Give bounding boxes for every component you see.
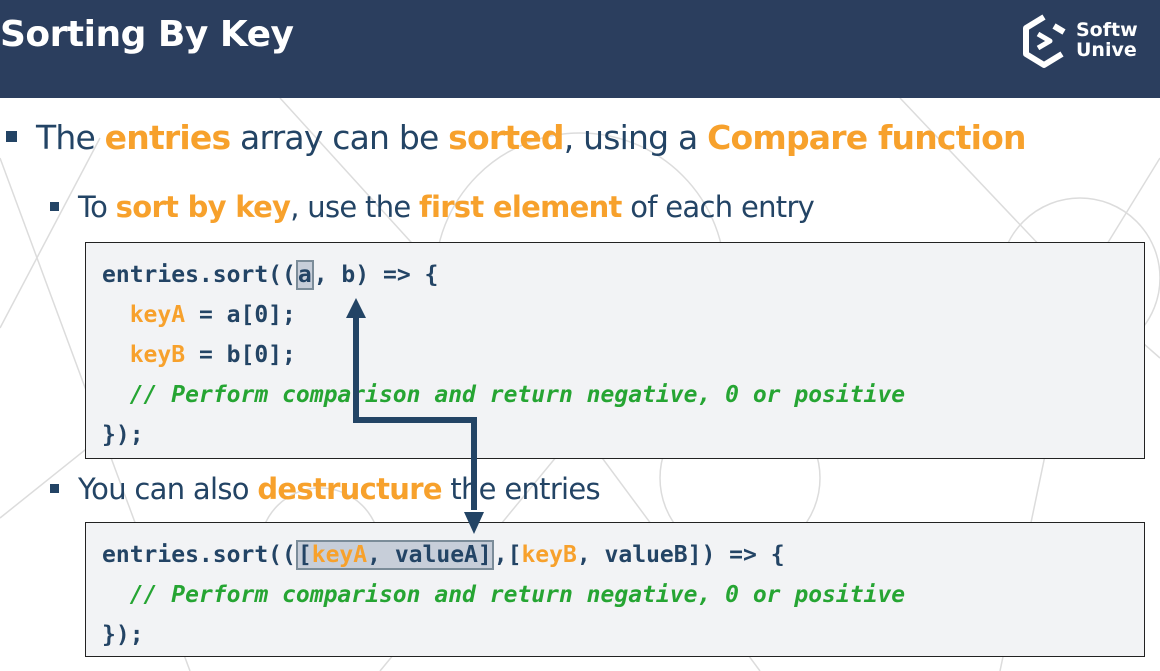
logo-text-line-2: Unive <box>1076 39 1137 61</box>
bullet-square-icon <box>50 483 59 493</box>
bullet-square-icon <box>50 201 59 211</box>
highlight-compare-function: Compare function <box>707 118 1026 157</box>
softuni-logo: Softw Unive <box>1018 14 1160 72</box>
softuni-logo-icon <box>1023 14 1066 68</box>
highlight-first-element: first element <box>419 190 622 224</box>
code-block-destructure: entries.sort(([keyA, valueA],[keyB, valu… <box>85 522 1145 657</box>
param-a-highlight: a <box>295 260 314 290</box>
highlight-sorted: sorted <box>448 118 564 157</box>
slide-title: Sorting By Key <box>0 14 294 55</box>
highlight-destructure: destructure <box>257 472 442 506</box>
code-line: entries.sort((a, b) => { <box>102 260 439 290</box>
bullet-entries-sorted: The entries array can be sorted, using a… <box>0 118 1027 157</box>
code-line: keyA = a[0]; <box>129 302 296 328</box>
bullet-destructure: You can also destructure the entries <box>50 472 601 506</box>
destructured-param-highlight: [keyA, valueA] <box>295 540 494 570</box>
slide-content: The entries array can be sorted, using a… <box>0 98 1160 671</box>
code-line: entries.sort(([keyA, valueA],[keyB, valu… <box>102 540 785 570</box>
slide-header: Sorting By Key Softw Unive <box>0 0 1160 98</box>
code-line: }); <box>102 622 144 648</box>
code-line: }); <box>102 422 144 448</box>
bullet-square-icon <box>6 131 17 142</box>
bullet-sort-by-key: To sort by key, use the first element of… <box>50 190 815 224</box>
code-comment-line: // Perform comparison and return negativ… <box>129 382 906 408</box>
highlight-sort-by-key: sort by key <box>115 190 291 224</box>
code-comment-line: // Perform comparison and return negativ… <box>129 582 906 608</box>
code-block-sort-by-index: entries.sort((a, b) => { keyA = a[0]; ke… <box>85 242 1145 459</box>
logo-text-line-1: Softw <box>1076 19 1138 41</box>
highlight-entries: entries <box>104 118 231 157</box>
code-line: keyB = b[0]; <box>129 342 296 368</box>
